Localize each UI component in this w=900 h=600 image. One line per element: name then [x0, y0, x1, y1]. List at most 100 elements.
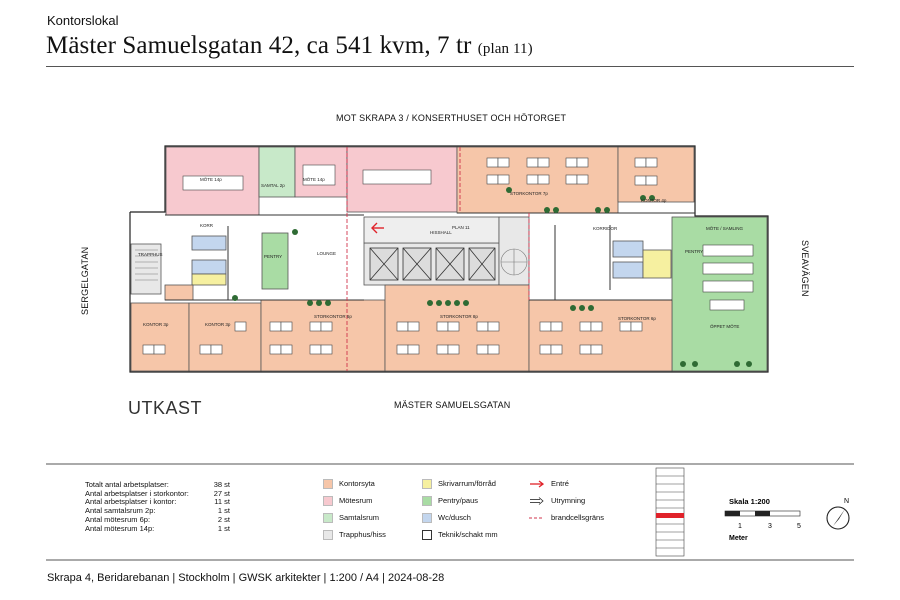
legend-label: Pentry/paus: [438, 496, 479, 505]
stat-label: Antal arbetsplatser i storkontor:: [85, 488, 189, 498]
room-label: PENTRY: [264, 254, 282, 259]
scale-unit: Meter: [729, 535, 748, 542]
stat-row: Antal arbetsplatser i storkontor:27 st: [85, 488, 230, 499]
stat-label: Antal samtalsrum 2p:: [85, 506, 156, 516]
legend-item: Entré: [527, 475, 604, 492]
room-office-4p: [617, 146, 695, 203]
legend-item: Kontorsyta: [323, 475, 386, 492]
room-label: HISSHALL: [430, 230, 452, 235]
meeting-table-3: [362, 169, 432, 185]
room-label: PENTRY: [685, 249, 703, 254]
stat-label: Antal mötesrum 6p:: [85, 514, 151, 524]
room-open-office-6p: [260, 299, 386, 372]
elevator-shafts: [369, 247, 496, 281]
legend-label: Kontorsyta: [339, 479, 375, 488]
stat-row: Antal mötesrum 6p: 2 st: [85, 514, 230, 525]
scale-tick: 3: [768, 523, 772, 530]
desks: [142, 157, 658, 355]
meeting-table-1: [182, 175, 244, 191]
stat-row: Antal samtalsrum 2p: 1 st: [85, 506, 230, 516]
legend-label: Teknik/schakt mm: [438, 530, 498, 539]
meeting-table-2: [302, 164, 336, 186]
room-label: LOUNGE: [317, 251, 336, 256]
fire-cell-boundaries: [346, 147, 530, 371]
legend-label: Trapphus/hiss: [339, 530, 386, 539]
room-label: STORKONTOR 6p: [618, 316, 656, 321]
room-storage-1: [191, 273, 227, 286]
room-open-office-6p-east: [528, 299, 673, 372]
stair-flights: [135, 248, 528, 281]
room-label: SAMTAL 2p: [261, 183, 285, 188]
title-main: Mäster Samuelsgatan 42, ca 541 kvm, 7 tr: [46, 32, 472, 59]
stat-row: Antal mötesrum 14p:1 st: [85, 523, 230, 534]
stat-value: 11 st: [214, 497, 230, 507]
room-talk: [258, 146, 296, 198]
stat-row: Antal arbetsplatser i kontor: 11 st: [85, 498, 230, 507]
stat-value: 1 st: [217, 506, 230, 516]
room-small-office: [164, 284, 194, 301]
stat-label: Antal mötesrum 14p:: [85, 523, 155, 533]
street-label-bottom: MÄSTER SAMUELSGATAN: [394, 400, 511, 410]
legend-item: Samtalsrum: [323, 509, 386, 526]
room-labels: MÖTE 14p SAMTAL 2p MÖTE 14p STORKONTOR 7…: [138, 176, 744, 329]
legend-swatch: [422, 529, 432, 540]
stat-row: Totalt antal arbetsplatser:38 st: [85, 480, 230, 490]
document-kicker: Kontorslokal: [47, 13, 119, 28]
room-label: PLAN 11: [452, 225, 470, 230]
document-footer: Skrapa 4, Beridarebanan | Stockholm | GW…: [47, 572, 445, 584]
legend-item: Wc/dusch: [422, 509, 498, 526]
title-subtitle: (plan 11): [477, 41, 533, 57]
room-office-3p-a: [130, 302, 190, 372]
room-label: ÖPPET MÖTE: [710, 323, 739, 329]
scale-title: Skala 1:200: [729, 497, 770, 506]
room-stairwell-west: [130, 243, 162, 295]
workspace-stats: Totalt antal arbetsplatser:38 st Antal a…: [85, 480, 230, 534]
document-title: Mäster Samuelsgatan 42, ca 541 kvm, 7 tr…: [46, 32, 533, 60]
exit-arrow-icon: [527, 496, 545, 505]
room-label: KONTOR 4p: [641, 198, 667, 203]
north-arrow-icon: N: [826, 498, 850, 530]
meeting-table-6: [702, 280, 754, 293]
stat-label: Antal arbetsplatser i kontor:: [85, 497, 177, 507]
meeting-table-7: [709, 299, 745, 311]
legend-symbols: Entré Utrymning brandcellsgräns: [527, 475, 604, 526]
entrance-arrow-icon: [527, 479, 545, 488]
room-wc-1: [191, 235, 227, 251]
room-label: TRAPPHUS: [138, 252, 163, 257]
legend-label: Utrymning: [551, 496, 586, 505]
room-label: KORRIDOR: [593, 226, 618, 231]
legend-label: Samtalsrum: [339, 513, 380, 522]
legend-room-types-2: Skrivarrum/förråd Pentry/paus Wc/dusch T…: [422, 475, 498, 543]
scale-tick: 5: [797, 523, 801, 530]
current-floor-marker: [656, 513, 684, 518]
legend-label: Wc/dusch: [438, 513, 471, 522]
entrance-arrow-icon: [371, 222, 384, 234]
stat-value: 2 st: [217, 514, 230, 524]
legend-swatch: [323, 478, 333, 489]
room-storage-2: [642, 249, 672, 279]
room-label: STORKONTOR 7p: [510, 191, 548, 196]
legend-item: Mötesrum: [323, 492, 386, 509]
room-label: MÖTE 14p: [303, 176, 325, 182]
legend-label: Entré: [551, 479, 569, 488]
building-outline: [129, 145, 769, 373]
room-label: MÖTE 14p: [200, 176, 222, 182]
room-elevator-hall: [363, 216, 500, 244]
meeting-table-5: [702, 262, 754, 275]
stat-label: Totalt antal arbetsplatser:: [85, 480, 169, 489]
legend-label: Skrivarrum/förråd: [438, 479, 496, 488]
room-label: KONTOR 3p: [205, 322, 231, 327]
room-office-3p-b: [188, 302, 262, 372]
room-wc-4: [612, 261, 644, 279]
legend-label: Mötesrum: [339, 496, 373, 505]
legend-item: Utrymning: [527, 492, 604, 509]
room-wc-3: [612, 240, 644, 258]
legend-label: brandcellsgräns: [551, 513, 604, 522]
legend-item: Trapphus/hiss: [323, 526, 386, 543]
scale-bar: Skala 1:200 1 3 5 Meter: [724, 497, 801, 542]
legend-swatch: [422, 512, 432, 523]
building-section-thumbnail: [655, 467, 685, 557]
room-pantry-small: [261, 232, 289, 290]
room-wc-2: [191, 259, 227, 275]
draft-watermark: UTKAST: [128, 398, 203, 418]
